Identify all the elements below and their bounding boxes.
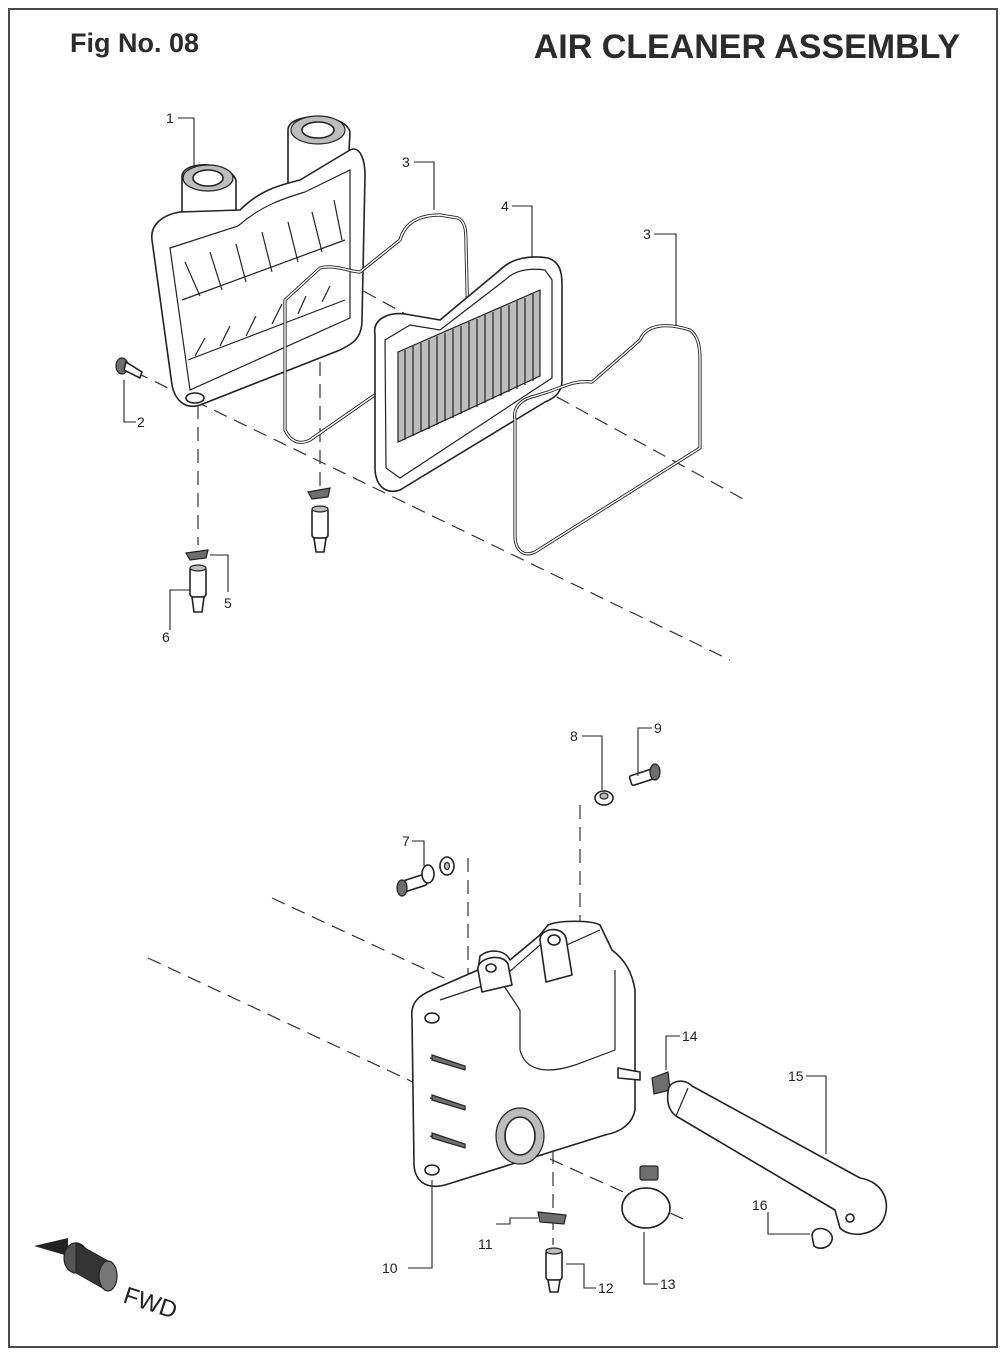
screw-part-2 [115,357,143,379]
bolt-washer-part-7 [396,856,455,897]
air-cleaner-cover-part-1 [151,115,366,407]
page-title: AIR CLEANER ASSEMBLY [534,28,961,66]
callout-3-front: 3 [402,154,410,170]
callout-5: 5 [224,595,232,611]
callout-16: 16 [752,1197,768,1213]
drain-tube-under-cover [311,505,329,553]
callout-numbers: 1 2 3 4 3 5 6 7 8 9 10 11 12 13 14 15 16 [137,110,804,1296]
callout-4: 4 [501,198,509,214]
callout-6: 6 [162,629,170,645]
gasket-part-3-front [283,213,470,444]
collar-part-8 [594,790,614,806]
callout-7: 7 [402,833,410,849]
callout-3-rear: 3 [643,226,651,242]
clip-under-cover [307,487,331,500]
clip-part-11 [537,1211,567,1225]
hose-clamp-part-13 [621,1165,671,1229]
callout-13: 13 [660,1276,676,1292]
callout-8: 8 [570,728,578,744]
bolt-part-9 [628,763,661,787]
callout-14: 14 [682,1028,698,1044]
hose-clip-part-16 [811,1227,833,1250]
callout-1: 1 [166,110,174,126]
clip-part-5 [185,549,209,561]
figure-number: Fig No. 08 [70,28,199,58]
gasket-part-3-rear [512,324,702,556]
breather-hose-part-15 [666,1080,888,1235]
callout-2: 2 [137,414,145,430]
callout-12: 12 [598,1280,614,1296]
air-cleaner-case-part-10 [410,920,641,1187]
callout-9: 9 [654,720,662,736]
upper-alignment-lines [134,269,746,661]
drain-tube-part-6 [189,564,207,613]
callout-leaders [123,117,827,1289]
drain-plug-part-12 [545,1247,563,1293]
air-filter-element-part-4 [374,256,563,492]
callout-10: 10 [382,1260,398,1276]
callout-11: 11 [478,1236,493,1252]
callout-15: 15 [788,1068,804,1084]
forward-direction-label: FWD [120,1282,180,1325]
forward-arrow-icon [34,1238,118,1292]
